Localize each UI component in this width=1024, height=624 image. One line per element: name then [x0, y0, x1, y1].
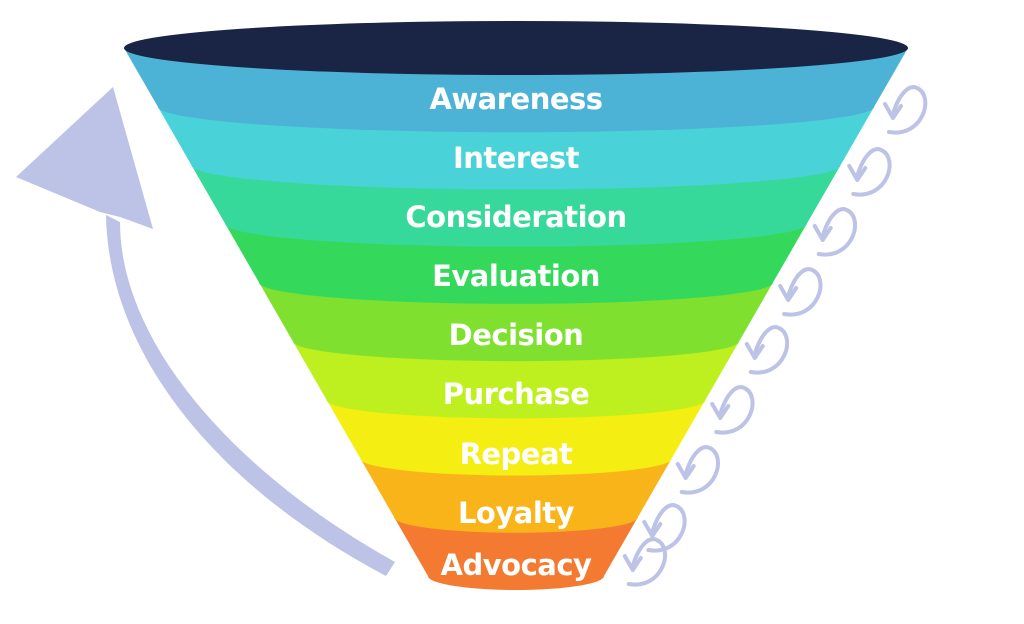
funnel-band-evaluation: [225, 224, 807, 304]
loop-arrow-icon: [882, 85, 928, 135]
loop-arrow-icon: [812, 207, 858, 257]
stage-label-evaluation: Evaluation: [432, 259, 600, 293]
funnel-top-opening: [124, 21, 908, 75]
stage-label-decision: Decision: [449, 318, 584, 352]
stage-label-advocacy: Advocacy: [441, 548, 592, 582]
stage-label-awareness: Awareness: [429, 82, 602, 116]
funnel-band-decision: [259, 282, 773, 362]
feedback-arrow-head: [16, 87, 153, 229]
loop-arrow-icon: [847, 147, 892, 197]
funnel-band-advocacy: [394, 517, 638, 590]
stage-labels: Awareness Interest Consideration Evaluat…: [405, 82, 627, 582]
stage-label-consideration: Consideration: [405, 200, 626, 234]
stage-label-loyalty: Loyalty: [458, 496, 575, 530]
feedback-arrow: [16, 87, 395, 576]
funnel-band-loyalty: [360, 458, 672, 533]
return-loop-arrows: [622, 85, 928, 587]
stage-label-repeat: Repeat: [460, 437, 573, 471]
loop-arrow-icon: [710, 385, 755, 435]
stage-label-purchase: Purchase: [443, 377, 590, 411]
funnel-band-purchase: [292, 341, 740, 419]
stage-label-interest: Interest: [453, 141, 580, 175]
funnel-band-repeat: [326, 400, 706, 476]
loop-arrow-icon: [778, 267, 823, 317]
loop-arrow-icon: [744, 325, 790, 375]
loop-arrow-icon: [622, 537, 668, 587]
loop-arrow-icon: [642, 503, 687, 553]
loop-arrow-icon: [675, 445, 721, 495]
